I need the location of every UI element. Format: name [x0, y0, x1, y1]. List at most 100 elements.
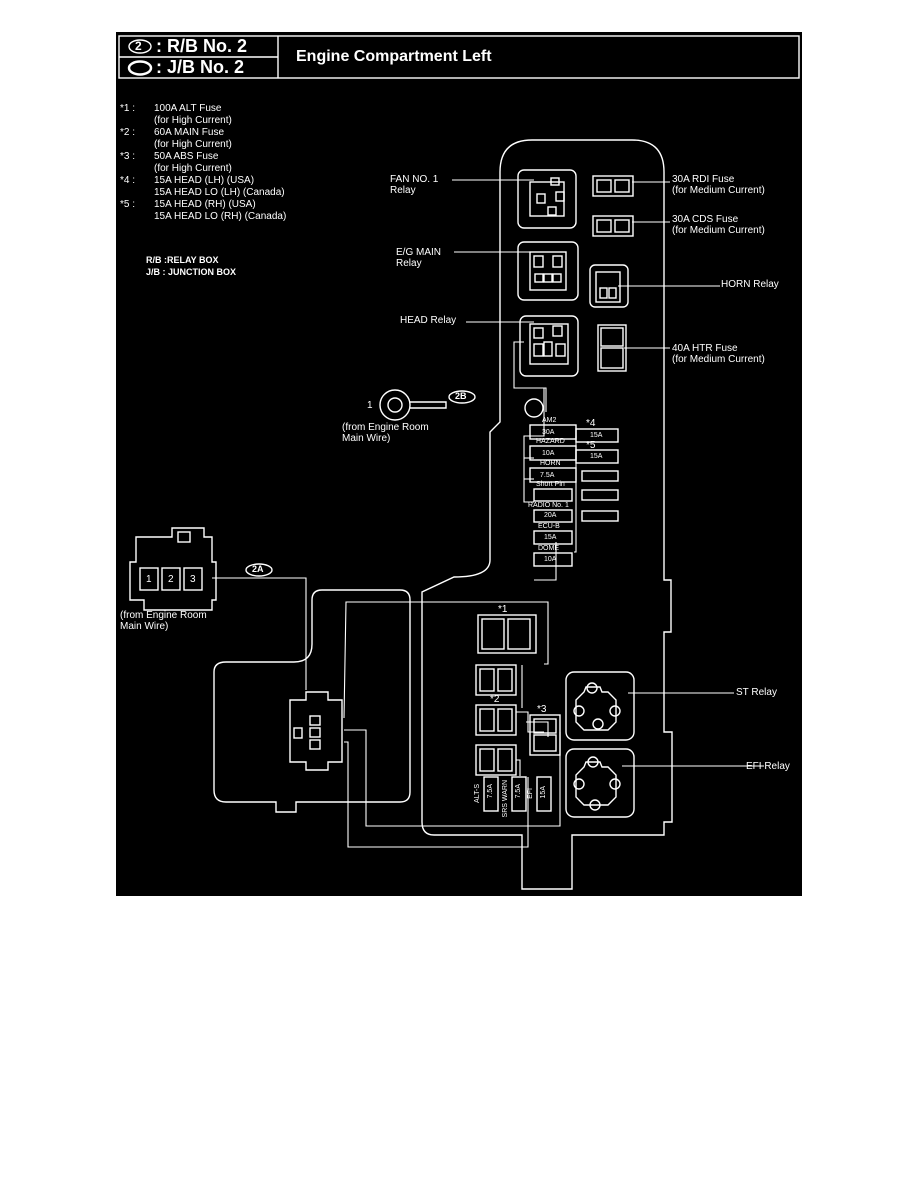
- fuse-radio: [533, 509, 573, 523]
- rdi-fuse-label: 30A RDI Fuse (for Medium Current): [672, 174, 765, 196]
- fuse-srs-warn: [511, 776, 527, 812]
- star3-label: *3: [537, 704, 547, 715]
- fuse-ecub: [533, 530, 573, 545]
- jb-symbol: [127, 60, 153, 76]
- eg-main-relay-label: E/G MAIN Relay: [396, 247, 442, 269]
- cds-fuse: [592, 215, 634, 237]
- wiring-diagram: [118, 35, 800, 890]
- connector-pin-2: 2: [168, 574, 174, 585]
- note-mark: *1 :: [120, 103, 136, 114]
- fuse-name-hazard: HAZARD: [536, 438, 565, 445]
- alt-fuse: [477, 614, 537, 654]
- fuse-rating-dome: 10A: [544, 556, 557, 563]
- spare-fuse-2: [581, 489, 619, 501]
- fuse-rating-am2: 30A: [542, 429, 555, 436]
- note-row: *1 : 100A ALT Fuse: [120, 103, 420, 115]
- abbreviation-rb: R/B :RELAY BOX: [146, 255, 219, 265]
- note-text: 15A HEAD (LH) (USA): [154, 175, 255, 186]
- note-mark: *5 :: [120, 199, 136, 210]
- fuse-rating-horn: 7.5A: [540, 472, 555, 479]
- note-row: (for High Current): [120, 139, 420, 151]
- note-row: *2 : 60A MAIN Fuse: [120, 127, 420, 139]
- page-title: Engine Compartment Left: [296, 48, 492, 65]
- ground-terminal: [379, 389, 411, 421]
- star4-label: *4: [586, 418, 596, 429]
- fuse-name-ecub: ECU-B: [538, 523, 560, 530]
- spare-fuse-3: [581, 510, 619, 522]
- connector-pin-1: 1: [146, 574, 152, 585]
- fuse-name-alts: ALT-S: [474, 784, 481, 803]
- horn-relay-label: HORN Relay: [721, 279, 779, 290]
- fuse-rating-star4: 15A: [590, 432, 603, 439]
- star5-label: *5: [586, 440, 596, 451]
- note-row: 15A HEAD LO (RH) (Canada): [120, 211, 420, 223]
- abbreviation-jb: J/B : JUNCTION BOX: [146, 267, 237, 277]
- fuse-name-dome: DOME: [538, 545, 559, 552]
- note-mark: *3 :: [120, 151, 136, 162]
- connector-2a-source: (from Engine Room Main Wire): [120, 610, 207, 632]
- fuse-name-radio: RADIO No. 1: [528, 502, 569, 509]
- note-row: (for High Current): [120, 163, 420, 175]
- fuse-rating-efi: 15A: [540, 786, 547, 799]
- fan-relay-socket: [517, 169, 577, 229]
- note-row: 15A HEAD LO (LH) (Canada): [120, 187, 420, 199]
- ground-number: 1: [367, 400, 373, 411]
- junction-block-outline: [213, 589, 411, 813]
- efi-relay-label: EFI Relay: [746, 761, 790, 772]
- note-text: 15A HEAD LO (RH) (Canada): [154, 211, 287, 222]
- note-mark: *2 :: [120, 127, 136, 138]
- rb-symbol: [128, 39, 152, 54]
- head-relay-socket: [519, 315, 579, 377]
- note-mark: *4 :: [120, 175, 136, 186]
- note-text: 15A HEAD LO (LH) (Canada): [154, 187, 285, 198]
- junction-connector: [289, 691, 343, 771]
- note-row: *5 :15A HEAD (RH) (USA): [120, 199, 420, 211]
- ground-bolt: [524, 398, 544, 418]
- relay-box-outline: [421, 139, 673, 890]
- fuse-rating-srs-warn: 7.5A: [515, 784, 522, 799]
- fuse-name-srs-warn: SRS WARN: [502, 780, 509, 818]
- rb-symbol-number: 2: [135, 39, 142, 53]
- fuse-rating-radio: 20A: [544, 512, 557, 519]
- note-text: 100A ALT Fuse: [154, 103, 222, 114]
- star1-label: *1: [498, 604, 508, 615]
- rb-label: : R/B No. 2: [156, 36, 248, 56]
- fuse-name-short-pin: Short Pin: [536, 481, 565, 488]
- main-fuse: [475, 704, 517, 736]
- note-row: *4 : 15A HEAD (LH) (USA): [120, 175, 420, 187]
- fuse-dome: [533, 552, 573, 567]
- ground-connector-code: 2B: [455, 391, 467, 401]
- ground-source: (from Engine Room Main Wire): [342, 422, 429, 444]
- fuse-name-am2: AM2: [542, 417, 557, 424]
- spare-large-fuse-1: [475, 664, 517, 696]
- connector-pin-3: 3: [190, 574, 196, 585]
- note-row: (for High Current): [120, 115, 420, 127]
- connector-2a: [129, 527, 217, 611]
- fuse-name-efi: EFI: [527, 788, 534, 799]
- connector-2a-code: 2A: [252, 564, 264, 574]
- htr-fuse-label: 40A HTR Fuse (for Medium Current): [672, 343, 765, 365]
- note-text: 50A ABS Fuse: [154, 151, 219, 162]
- fuse-star4: [575, 428, 619, 443]
- note-text: 60A MAIN Fuse: [154, 127, 225, 138]
- eg-main-relay-socket: [517, 241, 579, 301]
- fuse-short-pin: [533, 488, 573, 502]
- star2-label: *2: [490, 694, 500, 705]
- head-relay-label: HEAD Relay: [400, 315, 457, 326]
- fan-relay-label: FAN NO. 1 Relay: [390, 174, 439, 196]
- note-text: (for High Current): [154, 163, 232, 174]
- rdi-fuse: [592, 175, 634, 197]
- fuse-rating-hazard: 10A: [542, 450, 555, 457]
- note-text: (for High Current): [154, 115, 232, 126]
- fuse-rating-ecub: 15A: [544, 534, 557, 541]
- efi-relay-socket: [565, 748, 635, 818]
- spare-fuse-1: [581, 470, 619, 482]
- fuse-rating-alts: 7.5A: [487, 784, 494, 799]
- fuse-rating-star5: 15A: [590, 453, 603, 460]
- fuse-name-horn: HORN: [540, 460, 561, 467]
- st-relay-label: ST Relay: [736, 687, 777, 698]
- note-text: (for High Current): [154, 139, 232, 150]
- fuse-efi: [536, 776, 552, 812]
- cds-fuse-label: 30A CDS Fuse (for Medium Current): [672, 214, 765, 236]
- st-relay-socket: [565, 671, 635, 741]
